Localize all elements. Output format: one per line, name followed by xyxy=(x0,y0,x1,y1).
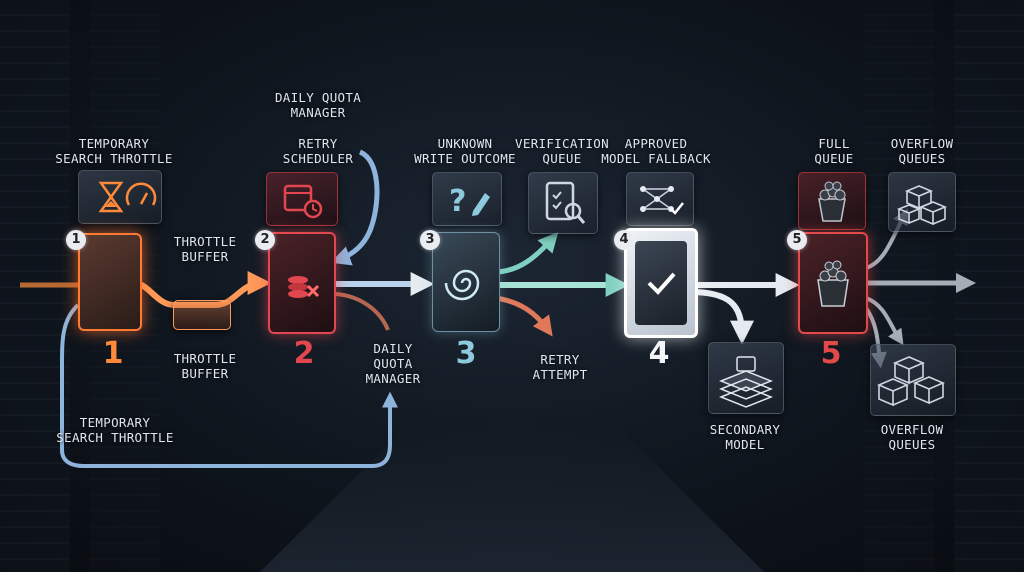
full-bin-icon xyxy=(818,181,846,222)
stage3-label: UNKNOWN WRITE OUTCOME xyxy=(414,136,516,166)
stage2-icon-tile xyxy=(266,172,338,226)
secondary-model-label: SECONDARY MODEL xyxy=(709,422,781,452)
stage1-card xyxy=(78,233,142,331)
overflowing-bin-icon xyxy=(817,260,849,307)
svg-text:?: ? xyxy=(449,184,466,219)
stage1-icon-tile xyxy=(78,170,162,224)
daily-quota-manager-top-label: DAILY QUOTA MANAGER xyxy=(274,90,362,120)
stage2-card xyxy=(268,232,336,334)
boxes-icon xyxy=(896,185,948,226)
question-pencil-icon: ? xyxy=(449,184,490,219)
stage2-label: RETRY SCHEDULER xyxy=(282,136,354,166)
verification-queue-label: VERIFICATION QUEUE xyxy=(515,136,609,166)
calendar-clock-icon xyxy=(283,184,323,219)
stage2-badge: 2 xyxy=(255,230,275,250)
stage1-number: 1 xyxy=(102,336,124,371)
stage1-label: TEMPORARY SEARCH THROTTLE xyxy=(55,136,173,166)
stage5-card xyxy=(798,232,868,334)
stage5-label: FULL QUEUE xyxy=(814,136,854,166)
verification-queue-tile xyxy=(528,172,598,234)
overflow-queues-top-label: OVERFLOW QUEUES xyxy=(890,136,954,166)
vortex-icon xyxy=(444,269,480,301)
stage2-number: 2 xyxy=(293,336,315,371)
daily-quota-manager-bottom-label: DAILY QUOTA MANAGER xyxy=(365,341,421,386)
checkmark-icon xyxy=(647,272,676,295)
throttle-buffer-bottom-label: THROTTLE BUFFER xyxy=(173,351,237,381)
secondary-model-tile xyxy=(708,342,784,414)
overflow-queues-bottom-tile xyxy=(870,344,956,416)
temporary-search-throttle-bottom-label: TEMPORARY SEARCH THROTTLE xyxy=(56,415,174,445)
hourglass-icon xyxy=(98,181,124,213)
stage4-card xyxy=(624,228,698,338)
speedometer-icon xyxy=(125,182,157,206)
stacked-chip-icon xyxy=(718,356,774,408)
stage3-badge: 3 xyxy=(420,230,440,250)
stage4-number: 4 xyxy=(648,336,670,371)
boxes-icon xyxy=(876,356,946,407)
retry-attempt-label: RETRY ATTEMPT xyxy=(532,352,588,382)
stage5-badge: 5 xyxy=(787,230,807,250)
server-rack-right-inner xyxy=(864,0,934,572)
stage4-badge: 4 xyxy=(614,230,634,250)
throttle-buffer-top-label: THROTTLE BUFFER xyxy=(173,234,237,264)
stage3-card xyxy=(432,232,500,332)
overflow-queues-bottom-label: OVERFLOW QUEUES xyxy=(880,422,944,452)
clipboard-search-icon xyxy=(545,181,586,224)
stage4-label: APPROVED MODEL FALLBACK xyxy=(601,136,711,166)
stage3-icon-tile: ? xyxy=(432,172,502,226)
coins-cancel-icon xyxy=(288,276,320,298)
overflow-queues-top-tile xyxy=(888,172,956,232)
stage3-number: 3 xyxy=(455,336,477,371)
stage5-number: 5 xyxy=(820,336,842,371)
neural-network-check-icon xyxy=(640,186,684,215)
stage5-icon-tile xyxy=(798,172,866,230)
throttle-buffer-box xyxy=(173,300,231,330)
stage4-icon-tile xyxy=(626,172,694,226)
stage1-badge: 1 xyxy=(66,230,86,250)
